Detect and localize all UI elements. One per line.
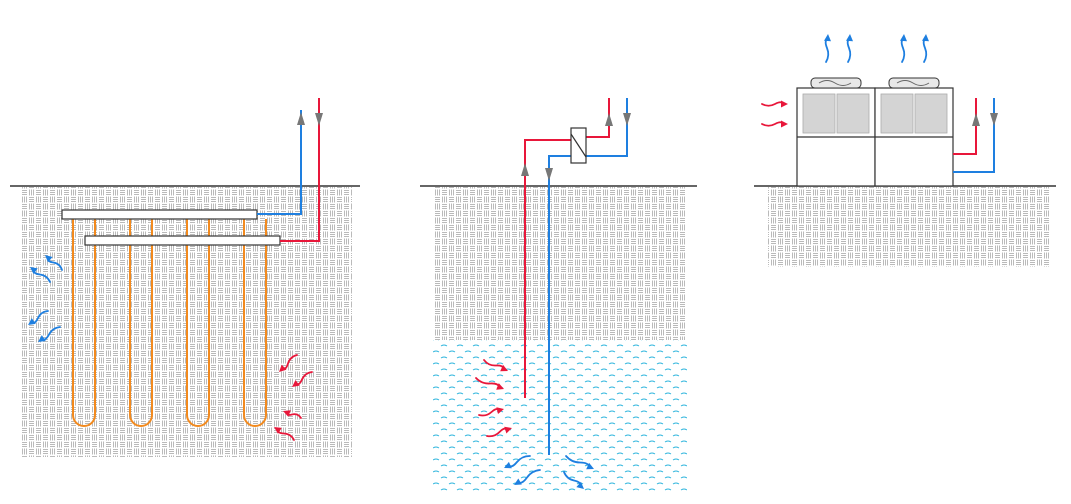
wavy-heat-arrow-icon — [761, 120, 788, 128]
ground-hatch-3 — [768, 187, 1050, 267]
heat-exchanger-icon — [570, 127, 587, 164]
return-pipe-1 — [257, 110, 302, 215]
groundwater-zone — [433, 340, 687, 492]
air-cooled-unit — [874, 77, 954, 187]
wavy-heat-arrow-icon — [922, 34, 929, 63]
flow-arrow-icon — [315, 113, 323, 126]
wavy-heat-arrow-icon — [824, 34, 831, 63]
fan-icon — [888, 77, 940, 89]
supply-riser-2 — [586, 98, 610, 138]
panel-air-source — [754, 77, 1056, 267]
fan-icon — [810, 77, 862, 89]
header-pipe-lower — [84, 235, 281, 246]
flow-arrow-icon — [990, 113, 998, 126]
supply-pipe-1 — [280, 98, 320, 242]
wavy-heat-arrow-icon — [28, 310, 49, 325]
panel-open-loop — [420, 98, 697, 492]
wavy-heat-arrow-icon — [846, 34, 853, 63]
return-riser-2 — [586, 98, 628, 157]
borehole-loop — [72, 219, 96, 427]
flow-arrow-icon — [297, 112, 305, 125]
wavy-heat-arrow-icon — [38, 326, 61, 342]
air-cooled-unit — [796, 77, 876, 187]
wavy-heat-arrow-icon — [279, 354, 298, 372]
wavy-heat-arrow-icon — [30, 267, 51, 283]
borehole-loops — [72, 219, 267, 427]
wavy-heat-arrow-icon — [283, 410, 302, 419]
wavy-heat-arrow-icon — [563, 471, 584, 489]
header-pipe-upper — [61, 209, 258, 220]
wavy-heat-arrow-icon — [504, 455, 531, 469]
flow-arrow-icon — [545, 168, 553, 181]
wavy-heat-arrow-icon — [483, 359, 508, 372]
wavy-heat-arrow-icon — [514, 469, 541, 485]
borehole-loop — [129, 219, 153, 427]
wavy-heat-arrow-icon — [292, 371, 313, 387]
heat-flow-arrows — [28, 34, 929, 489]
return-pipe-2 — [548, 155, 571, 455]
wavy-heat-arrow-icon — [478, 407, 504, 417]
flow-arrow-icon — [623, 113, 631, 126]
borehole-loop — [186, 219, 210, 427]
wavy-heat-arrow-icon — [274, 427, 295, 441]
wavy-heat-arrow-icon — [900, 34, 907, 63]
wavy-heat-arrow-icon — [761, 100, 788, 108]
flow-arrow-icon — [972, 113, 980, 126]
air-cooled-units — [796, 77, 954, 187]
panel-closed-loop — [10, 98, 360, 457]
flow-arrow-icon — [605, 113, 613, 126]
wavy-heat-arrow-icon — [45, 255, 63, 271]
borehole-loop — [243, 219, 267, 427]
wavy-heat-arrow-icon — [475, 377, 504, 390]
wavy-heat-arrow-icon — [486, 426, 512, 438]
return-pipe-3 — [953, 98, 995, 173]
wavy-heat-arrow-icon — [565, 455, 594, 470]
ground-hatch-2 — [433, 187, 687, 340]
flow-arrow-icon — [521, 163, 529, 176]
supply-pipe-2 — [524, 139, 571, 398]
